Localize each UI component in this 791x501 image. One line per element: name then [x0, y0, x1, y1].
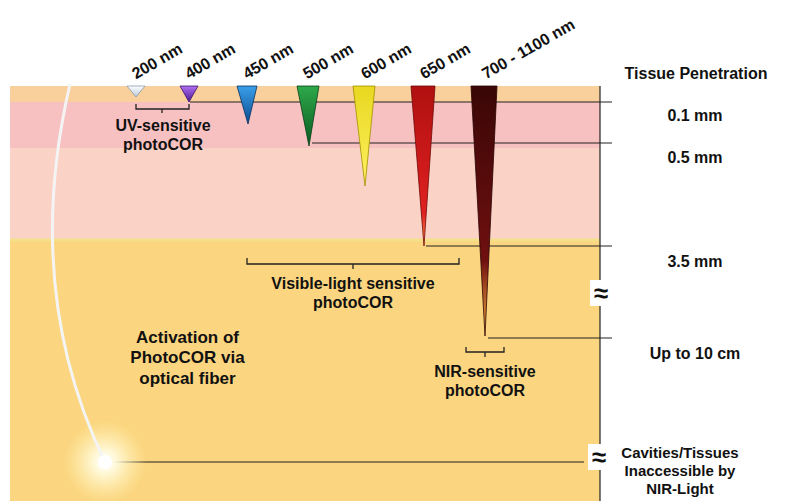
depth-label: 0.1 mm — [620, 106, 770, 125]
annotation-text: Activation of PhotoCOR via optical fiber — [120, 328, 255, 389]
column-header: Tissue Penetration — [606, 64, 786, 83]
wavelength-label: 400 nm — [181, 39, 238, 83]
bracket-label: UV-sensitive photoCOR — [108, 116, 218, 154]
wavelength-label: 450 nm — [239, 39, 296, 83]
wavelength-label: 700 - 1100 nm — [478, 15, 578, 84]
depth-label: 3.5 mm — [620, 252, 770, 271]
depth-label: Cavities/Tissues Inaccessible by NIR-Lig… — [612, 444, 748, 498]
wavelength-label: 600 nm — [357, 39, 414, 83]
wavelength-label: 200 nm — [128, 39, 185, 83]
depth-label: 0.5 mm — [620, 148, 770, 167]
break-mark: ≈ — [590, 280, 612, 306]
break-mark: ≈ — [588, 444, 610, 470]
bracket-label: NIR-sensitive photoCOR — [420, 362, 550, 400]
wavelength-label: 500 nm — [299, 39, 356, 83]
bracket-label: Visible-light sensitive photoCOR — [258, 274, 448, 312]
depth-label: Up to 10 cm — [620, 344, 770, 363]
wavelength-label: 650 nm — [416, 39, 473, 83]
